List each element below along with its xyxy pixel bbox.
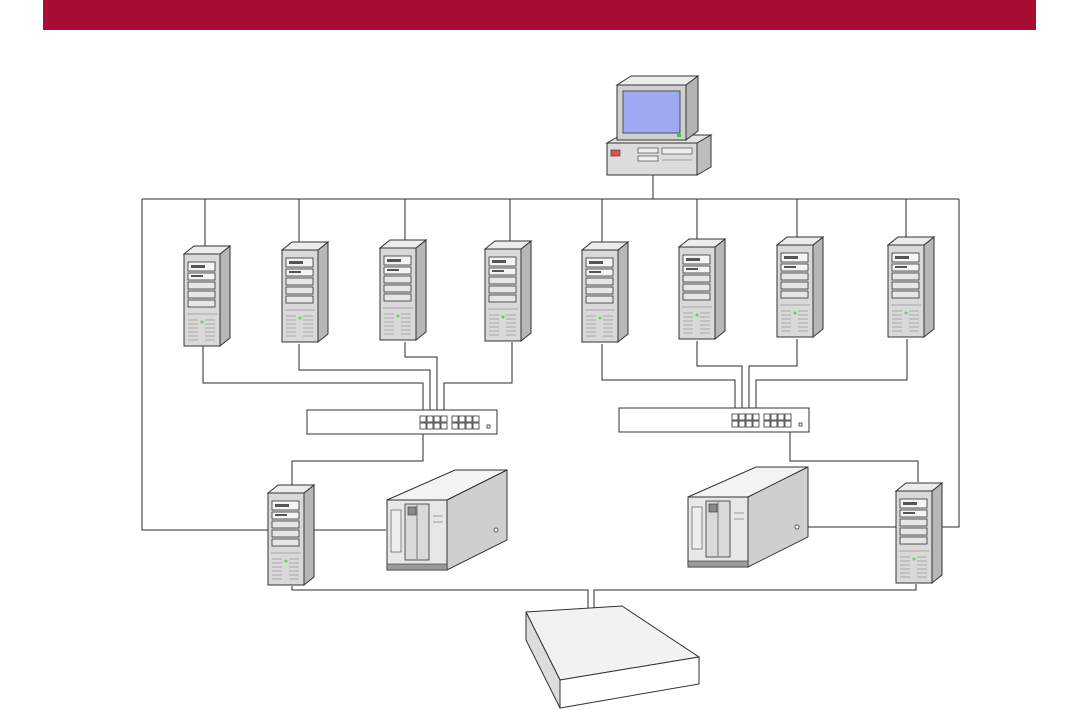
switch-right bbox=[619, 408, 809, 432]
tower-server-icon bbox=[777, 237, 823, 337]
switch-left bbox=[307, 410, 497, 434]
tower-server-icon bbox=[380, 240, 426, 340]
server-6 bbox=[679, 239, 725, 339]
tape-library-right bbox=[688, 467, 808, 567]
tape-library-icon bbox=[387, 470, 507, 570]
backup-server-right bbox=[896, 483, 942, 583]
backup-server-left bbox=[268, 485, 314, 585]
admin-workstation bbox=[607, 76, 711, 175]
tower-server-icon bbox=[896, 483, 942, 583]
server-1 bbox=[184, 246, 230, 346]
server-5 bbox=[582, 242, 628, 342]
tower-server-icon bbox=[888, 237, 934, 337]
tape-library-left bbox=[387, 470, 507, 570]
tower-server-icon bbox=[282, 242, 328, 342]
server-4 bbox=[485, 241, 531, 341]
server-8 bbox=[888, 237, 934, 337]
tower-server-icon bbox=[582, 242, 628, 342]
server-2 bbox=[282, 242, 328, 342]
tower-server-icon bbox=[679, 239, 725, 339]
storage-box-icon bbox=[526, 606, 699, 708]
tower-server-icon bbox=[485, 241, 531, 341]
server-7 bbox=[777, 237, 823, 337]
network-cables bbox=[142, 175, 959, 609]
tower-server-icon bbox=[184, 246, 230, 346]
network-switch-icon bbox=[307, 410, 497, 434]
server-3 bbox=[380, 240, 426, 340]
desktop-computer-icon bbox=[607, 76, 711, 175]
storage-array bbox=[526, 606, 699, 708]
tape-library-icon bbox=[688, 467, 808, 567]
network-switch-icon bbox=[619, 408, 809, 432]
tower-server-icon bbox=[268, 485, 314, 585]
